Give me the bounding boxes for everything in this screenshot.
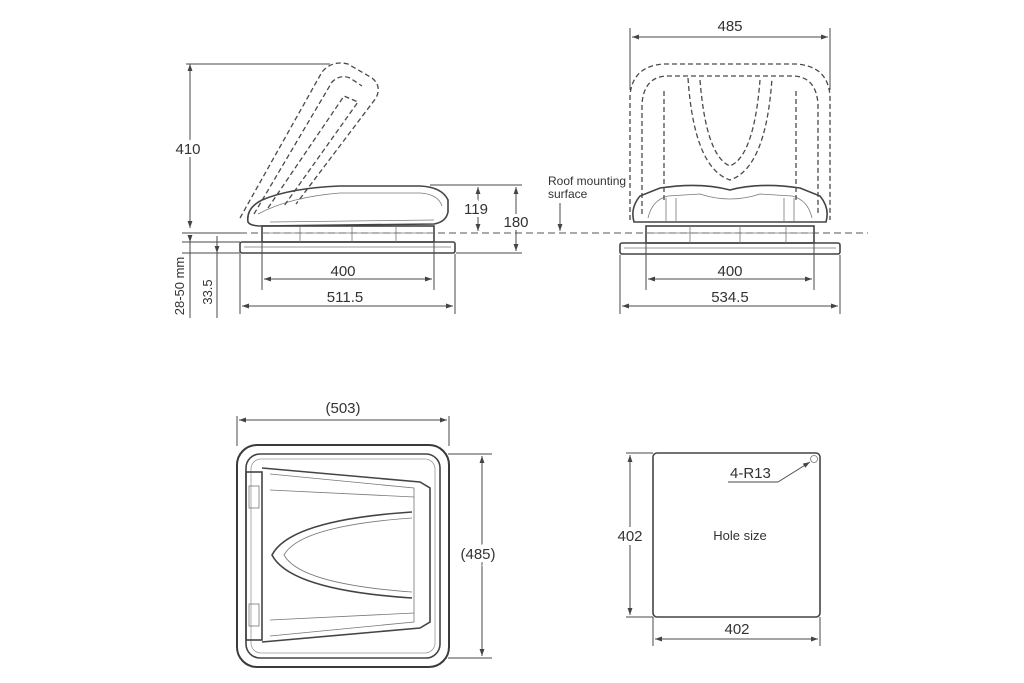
front-flange bbox=[619, 242, 841, 255]
side-lid-open bbox=[239, 62, 379, 219]
front-lid-open bbox=[629, 63, 831, 220]
side-lid-height-label: 119 bbox=[464, 201, 488, 218]
front-frame bbox=[645, 225, 815, 244]
front-outer-width-label: 534.5 bbox=[711, 289, 749, 306]
roof-label-line2: surface bbox=[548, 187, 588, 201]
hole-radius-label: 4-R13 bbox=[730, 465, 771, 482]
top-lid-chevron bbox=[271, 511, 413, 599]
front-inner-width-label: 400 bbox=[717, 263, 742, 280]
top-depth-label: (485) bbox=[460, 546, 495, 563]
side-inner-width-label: 400 bbox=[330, 263, 355, 280]
side-flange-height-label: 33.5 bbox=[200, 279, 215, 304]
side-outer-width-label: 511.5 bbox=[327, 289, 363, 306]
hole-outline bbox=[652, 452, 821, 618]
side-view: 410 119 180 28-50 mm 33.5 400 511.5 Roof… bbox=[172, 62, 626, 318]
front-lid-closed bbox=[632, 184, 828, 223]
side-open-height-label: 410 bbox=[175, 141, 200, 158]
hole-height-label: 402 bbox=[617, 528, 642, 545]
hole-width-label: 402 bbox=[724, 621, 749, 638]
top-lid bbox=[261, 467, 431, 643]
roof-label-line1: Roof mounting bbox=[548, 174, 626, 188]
top-view: (503) (485) bbox=[236, 400, 500, 668]
top-outer-frame bbox=[236, 444, 450, 668]
front-view: 485 400 534.5 bbox=[619, 18, 841, 314]
side-roof-thickness-label: 28-50 mm bbox=[172, 257, 187, 316]
hole-view: 4-R13 Hole size 402 402 bbox=[613, 452, 821, 646]
side-frame bbox=[261, 225, 435, 243]
side-flange bbox=[239, 241, 456, 254]
top-width-label: (503) bbox=[325, 400, 360, 417]
hole-size-label: Hole size bbox=[713, 528, 766, 543]
front-top-width-label: 485 bbox=[717, 18, 742, 35]
top-inner-frame bbox=[245, 453, 441, 659]
side-total-height-label: 180 bbox=[503, 214, 528, 231]
